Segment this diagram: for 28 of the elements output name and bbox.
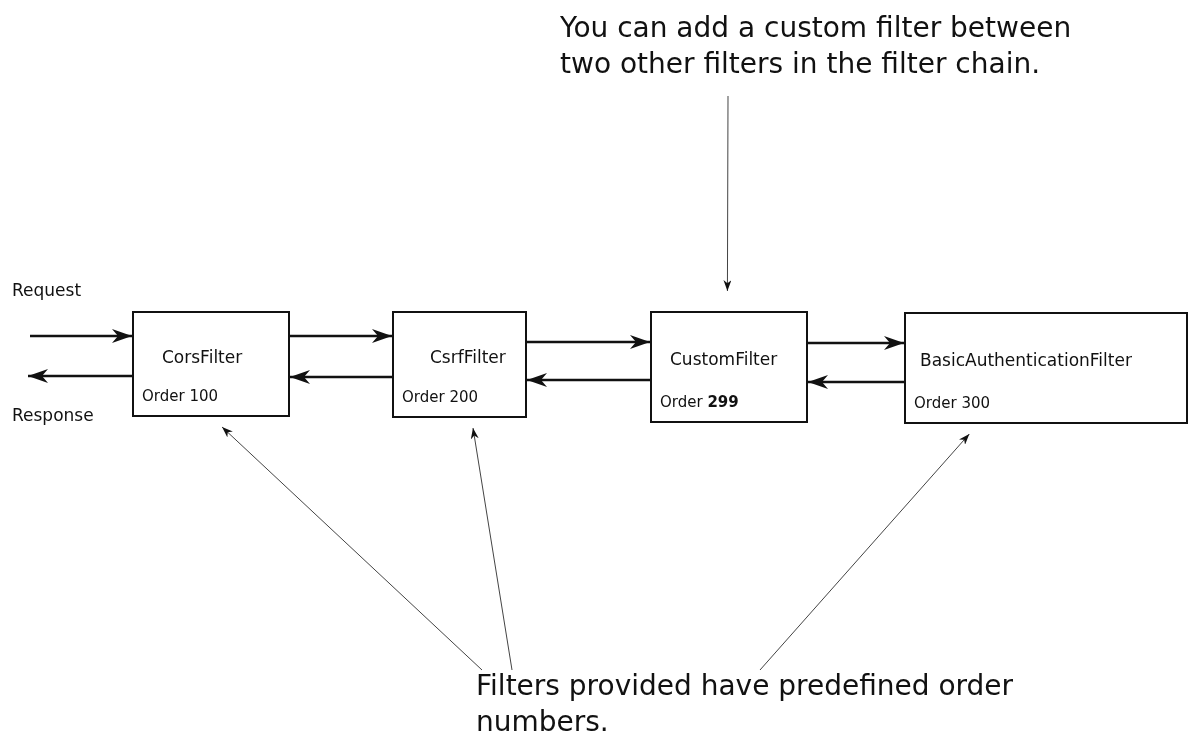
flow-arrow bbox=[808, 375, 904, 389]
leader-arrow bbox=[723, 95, 732, 292]
filter-box bbox=[132, 311, 290, 417]
leader-arrow bbox=[470, 427, 513, 671]
flow-arrow bbox=[28, 369, 132, 383]
filter-name: CustomFilter bbox=[670, 349, 778, 369]
order-number: Order 100 bbox=[142, 387, 219, 405]
filter-box bbox=[904, 312, 1188, 424]
leader-arrow bbox=[759, 433, 970, 671]
flow-arrow bbox=[527, 335, 650, 349]
flow-arrow bbox=[290, 370, 392, 384]
edge-label: Request bbox=[12, 280, 82, 300]
filter-name: CorsFilter bbox=[162, 347, 243, 367]
order-number: Order 300 bbox=[914, 394, 991, 412]
leader-arrow bbox=[221, 426, 483, 671]
order-number: Order 200 bbox=[402, 388, 479, 406]
flow-arrow bbox=[527, 373, 650, 387]
edge-label: Response bbox=[12, 405, 94, 425]
flow-arrow bbox=[808, 336, 904, 350]
annotation-text: Filters provided have predefined order numbers. bbox=[476, 668, 1015, 739]
filter-name: BasicAuthenticationFilter bbox=[920, 350, 1132, 370]
filter-box bbox=[650, 311, 808, 423]
filter-name: CsrfFilter bbox=[430, 347, 506, 367]
flow-arrow bbox=[30, 329, 132, 343]
annotation-text: You can add a custom filter between two other filters in the filter chain. bbox=[560, 10, 1073, 83]
order-number: Order 299 bbox=[660, 393, 739, 411]
filter-box bbox=[392, 311, 527, 418]
flow-arrow bbox=[290, 329, 392, 343]
